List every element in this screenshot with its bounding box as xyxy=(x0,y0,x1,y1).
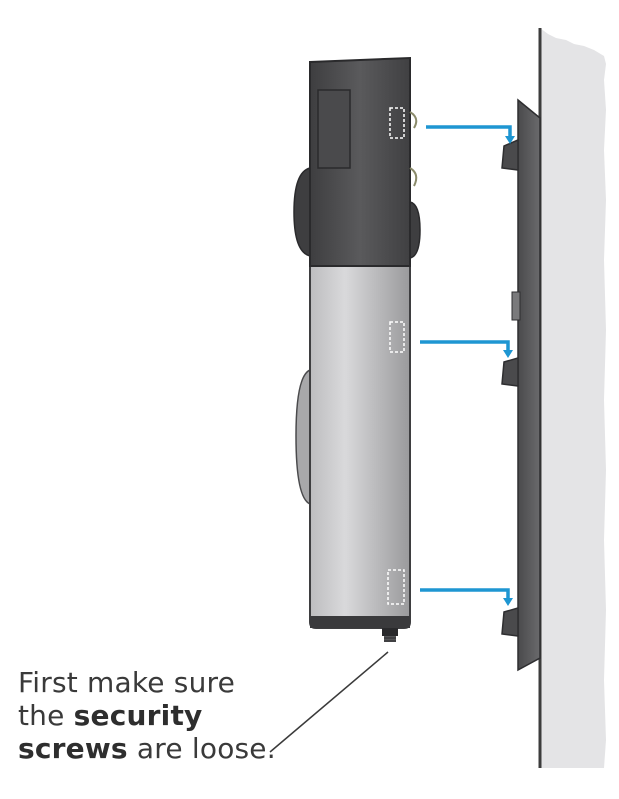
caption-bold-security: security xyxy=(73,699,203,732)
arrow-right-icon xyxy=(420,588,513,606)
callout-leader-line xyxy=(269,651,389,753)
caption-line-3: screws are loose. xyxy=(18,732,276,765)
caption-bold-screws: screws xyxy=(18,732,128,765)
doorbell-device xyxy=(293,56,421,642)
security-screw xyxy=(382,628,398,642)
mounting-hook-bottom xyxy=(501,607,519,637)
caption: First make sure the security screws are … xyxy=(18,666,276,765)
mounting-hook-middle xyxy=(501,357,519,387)
caption-text: are loose. xyxy=(127,732,276,765)
mounting-plate xyxy=(501,98,541,672)
caption-line-2: the security xyxy=(18,699,276,732)
wall xyxy=(538,28,606,768)
caption-text: the xyxy=(18,699,74,732)
arrow-right-icon xyxy=(420,340,513,358)
caption-line-1: First make sure xyxy=(18,666,236,699)
mounting-hook-top xyxy=(501,138,519,171)
arrow-right-icon xyxy=(426,125,515,144)
